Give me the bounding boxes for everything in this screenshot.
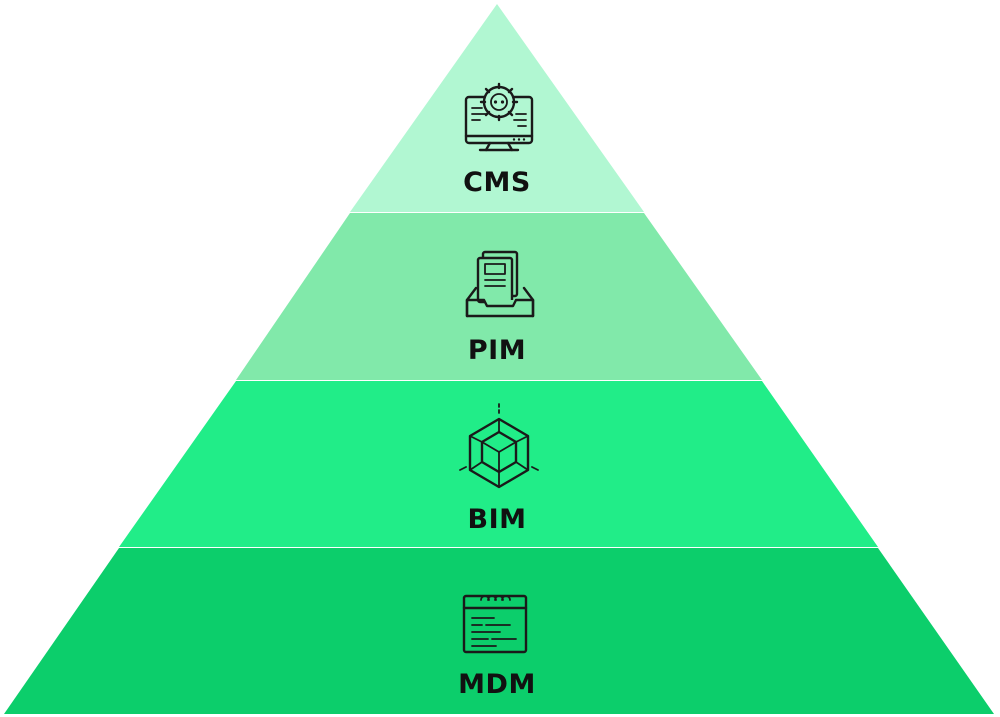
tier-mdm-shape (4, 548, 994, 714)
tier-pim: PIM (236, 213, 762, 380)
tier-pim-label: PIM (468, 335, 526, 366)
tier-mdm: MDM (4, 548, 994, 714)
tier-cms-label: CMS (463, 167, 531, 198)
document-tray-icon (465, 250, 535, 318)
tier-bim: BIM (119, 381, 878, 547)
tier-cms: CMS (350, 4, 644, 212)
hexagon-cube-icon (459, 403, 539, 489)
tier-bim-label: BIM (468, 504, 527, 535)
tier-mdm-label: MDM (458, 669, 536, 700)
calendar-list-icon (462, 594, 528, 654)
monitor-gear-icon (464, 82, 534, 152)
